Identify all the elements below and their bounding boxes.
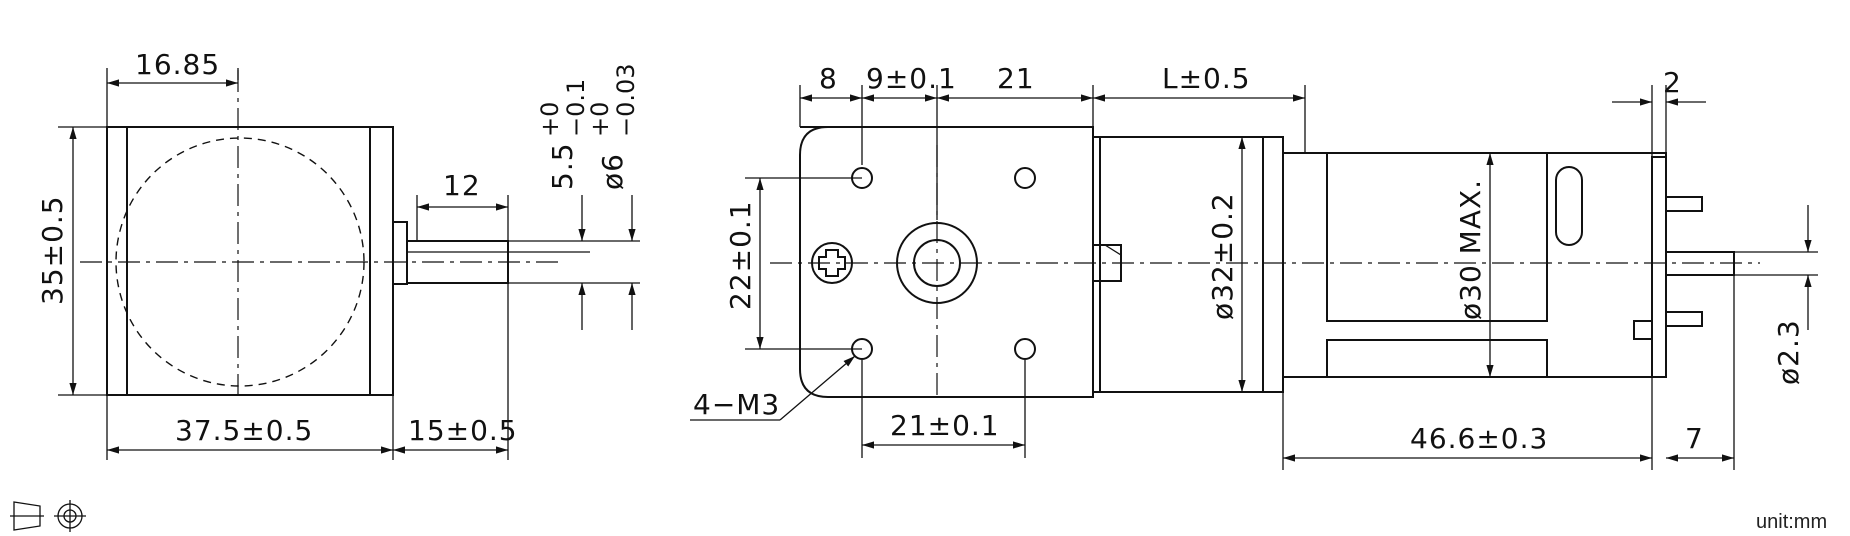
side-view: 16.85 35±0.5 37.5±0.5 15±0.5 12 5.5 +0 −… bbox=[36, 48, 640, 460]
dim-16-85: 16.85 bbox=[135, 48, 220, 81]
dim-12: 12 bbox=[443, 169, 481, 202]
dim-21-bottom: 21±0.1 bbox=[890, 409, 1000, 442]
dim-2: 2 bbox=[1663, 66, 1682, 99]
dim-21-top: 21 bbox=[997, 62, 1035, 95]
dim-30: ø30 MAX. bbox=[1454, 179, 1487, 320]
mount-hole bbox=[1014, 167, 1036, 189]
dim-6: ø6 bbox=[596, 153, 629, 190]
dim-6-tol-lower: −0.03 bbox=[612, 63, 640, 137]
dim-L: L±0.5 bbox=[1162, 62, 1251, 95]
dim-46-6: 46.6±0.3 bbox=[1410, 422, 1548, 455]
gearbox-body-side bbox=[106, 126, 394, 396]
dim-32: ø32±0.2 bbox=[1206, 192, 1239, 320]
label-4-m3: 4−M3 bbox=[693, 388, 780, 421]
front-view: 8 9±0.1 21 L±0.5 2 22±0.1 ø32±0.2 ø30 MA… bbox=[690, 62, 1818, 470]
dim-22: 22±0.1 bbox=[724, 200, 757, 310]
dim-8: 8 bbox=[819, 62, 838, 95]
dim-5-5-tol-upper: +0 bbox=[536, 102, 564, 137]
dim-6-tol-upper: +0 bbox=[586, 102, 614, 137]
dim-35: 35±0.5 bbox=[36, 195, 69, 305]
mount-hole bbox=[1014, 338, 1036, 360]
dim-5-5: 5.5 bbox=[546, 142, 579, 190]
dim-37-5: 37.5±0.5 bbox=[175, 414, 313, 447]
vent-slot bbox=[1555, 166, 1583, 246]
unit-label: unit:mm bbox=[1756, 511, 1827, 533]
dim-5-5-tol-lower: −0.1 bbox=[562, 79, 590, 137]
dim-2-3: ø2.3 bbox=[1772, 319, 1805, 385]
dim-15: 15±0.5 bbox=[408, 414, 518, 447]
gearbox-plate bbox=[799, 126, 1094, 398]
projection-symbol-icon bbox=[10, 500, 86, 532]
dim-7: 7 bbox=[1685, 422, 1704, 455]
dim-9: 9±0.1 bbox=[866, 62, 957, 95]
